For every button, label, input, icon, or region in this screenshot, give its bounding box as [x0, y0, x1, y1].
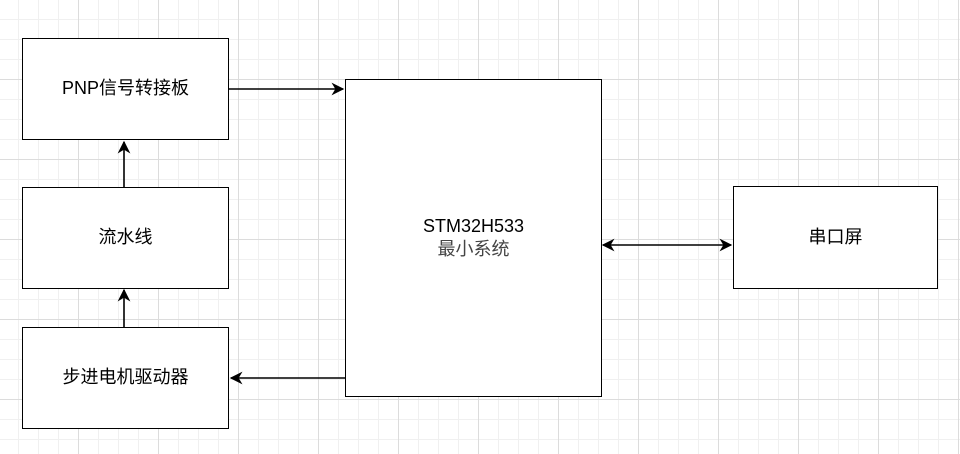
serial-screen-node[interactable]: 串口屏 — [733, 186, 938, 289]
conveyor-label: 流水线 — [98, 227, 153, 248]
mcu-label-line2: 最小系统 — [437, 239, 510, 259]
pnp-board-label: PNP信号转接板 — [61, 78, 189, 99]
mcu-node[interactable]: STM32H533 最小系统 — [345, 79, 602, 397]
stepper-driver-node[interactable]: 步进电机驱动器 — [22, 327, 229, 429]
stepper-driver-label: 步进电机驱动器 — [62, 367, 189, 388]
pnp-board-node[interactable]: PNP信号转接板 — [22, 38, 229, 140]
conveyor-node[interactable]: 流水线 — [22, 187, 229, 289]
mcu-label-line1: STM32H533 — [422, 215, 525, 236]
serial-screen-label: 串口屏 — [808, 226, 863, 247]
